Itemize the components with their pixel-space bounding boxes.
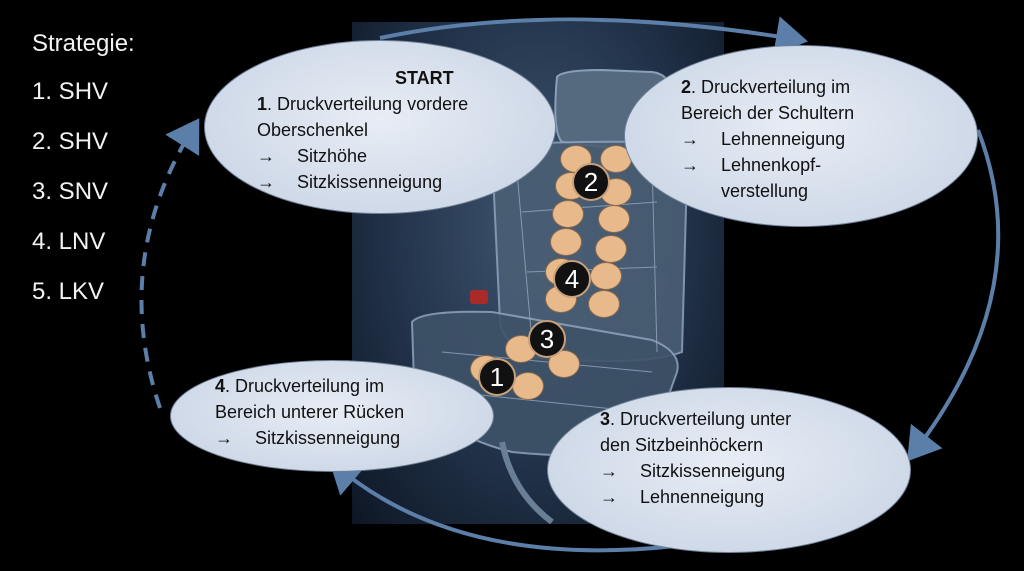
node-title-line2: Bereich der Schultern	[681, 103, 855, 123]
zone-badge-1: 1	[478, 358, 516, 396]
arrow-glyph: →	[600, 487, 618, 507]
strategy-item-5: 5. LKV	[32, 278, 105, 305]
pressure-pad	[600, 145, 632, 173]
strategy-title: Strategie:	[32, 30, 135, 57]
node-number: 4	[215, 376, 226, 396]
node-number: 3	[600, 409, 611, 429]
arrow-start-to-2	[379, 16, 808, 56]
pressure-pad	[552, 200, 584, 228]
node-title: . Druckverteilung im	[691, 77, 851, 97]
node-title: . Druckverteilung im	[225, 376, 385, 396]
node-bullet: Sitzhöhe	[297, 146, 368, 166]
node-number: 1	[257, 94, 268, 114]
arrow-2-to-3	[907, 129, 1001, 462]
node-bullet-cont: verstellung	[721, 181, 809, 201]
arrow-glyph: →	[257, 172, 275, 192]
node-4: 4. Druckverteilung im Bereich unterer Rü…	[170, 360, 494, 472]
arrow-glyph: →	[257, 146, 275, 166]
node-title: . Druckverteilung unter	[610, 409, 792, 429]
node-title-line2: Oberschenkel	[257, 120, 369, 140]
arrow-3-to-4	[328, 459, 721, 553]
node-bullet: Sitzkissenneigung	[640, 461, 786, 481]
node-title: . Druckverteilung vordere	[267, 94, 469, 114]
arrow-glyph: →	[600, 461, 618, 481]
node-2: 2. Druckverteilung im Bereich der Schult…	[624, 45, 978, 227]
node-bullet: Lehnenkopf-	[721, 155, 822, 175]
pressure-pad	[512, 372, 544, 400]
zone-badge-2: 2	[572, 163, 610, 201]
strategy-item-1: 1. SHV	[32, 78, 109, 105]
node-bullet: Sitzkissenneigung	[297, 172, 443, 192]
zone-badge-4: 4	[553, 260, 591, 298]
strategy-item-2: 2. SHV	[32, 128, 109, 155]
strategy-item-3: 3. SNV	[32, 178, 109, 205]
pressure-pad	[550, 228, 582, 256]
node-bullet: Sitzkissenneigung	[255, 428, 401, 448]
node-start: START 1. Druckverteilung vordere Obersch…	[204, 40, 556, 214]
arrow-glyph: →	[681, 155, 699, 175]
zone-badge-3: 3	[528, 320, 566, 358]
pressure-pad	[588, 290, 620, 318]
node-title-line2: den Sitzbeinhöckern	[600, 435, 764, 455]
node-number: 2	[681, 77, 692, 97]
start-heading: START	[395, 68, 454, 88]
node-bullet: Lehnenneigung	[721, 129, 846, 149]
strategy-item-4: 4. LNV	[32, 228, 106, 255]
strategy-list: Strategie: 1. SHV 2. SHV 3. SNV 4. LNV 5…	[32, 30, 135, 326]
node-title-line2: Bereich unterer Rücken	[215, 402, 405, 422]
pressure-pad	[595, 235, 627, 263]
node-3: 3. Druckverteilung unter den Sitzbeinhöc…	[547, 387, 911, 553]
node-bullet: Lehnenneigung	[640, 487, 765, 507]
pressure-pad	[598, 205, 630, 233]
arrow-4-to-start	[139, 118, 200, 409]
arrow-glyph: →	[681, 129, 699, 149]
pressure-pad	[548, 350, 580, 378]
arrow-glyph: →	[215, 428, 233, 448]
